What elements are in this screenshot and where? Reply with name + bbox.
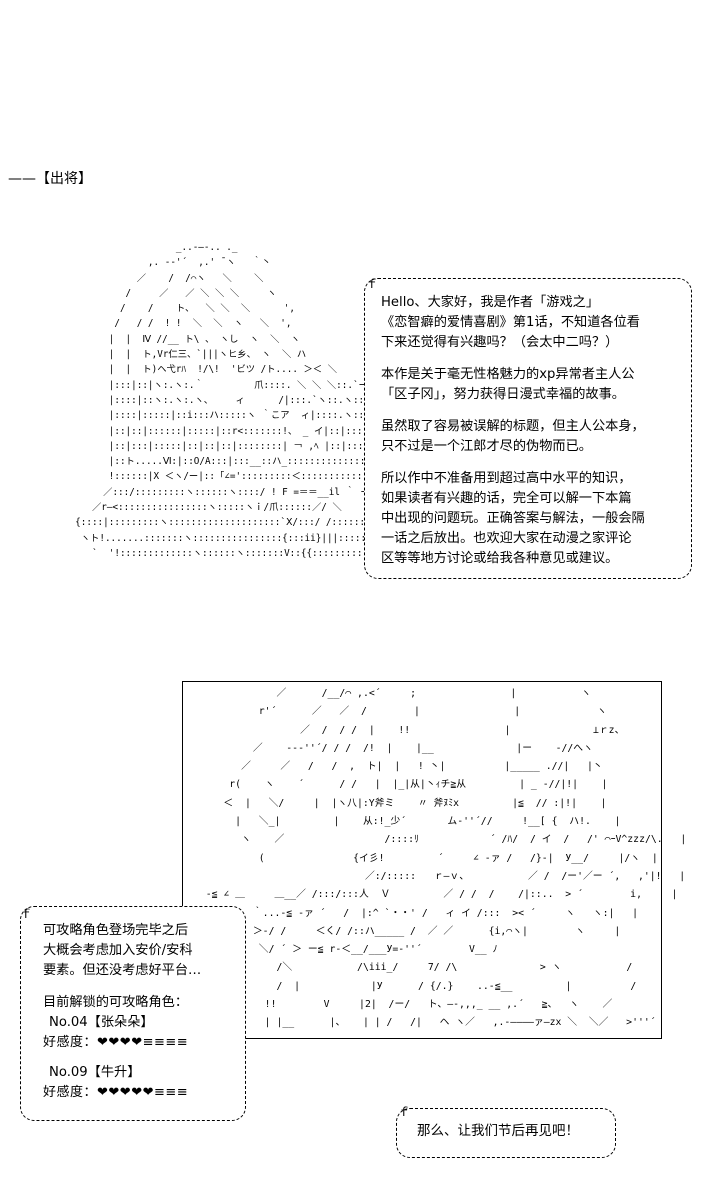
character-name: No.04【张朵朵】 (49, 1015, 154, 1030)
status-line: 大概会考虑加入安价/安科 (43, 943, 193, 958)
ascii-art-panel-frame (182, 681, 662, 1039)
intro-line: 下来还觉得有兴趣吗？（会太中二吗？） (381, 335, 619, 350)
section-title: ——【出将】 (8, 171, 92, 187)
intro-line: 中出现的问题玩。正确答案与解法，一般会隔 (381, 511, 645, 526)
intro-spacer (381, 457, 681, 469)
intro-spacer (381, 405, 681, 417)
bubble-tail-mark: ｆ (20, 907, 33, 921)
status-line: 要素。但还没考虑好平台… (43, 963, 202, 978)
status-spacer (43, 1053, 237, 1063)
unlocked-title: 目前解锁的可攻略角色： (43, 995, 189, 1010)
empty-gauge: ≡≡≡≡ (142, 1035, 189, 1050)
intro-line: 「区子冈」，努力获得日漫式幸福的故事。 (381, 387, 625, 402)
status-speech-bubble: 可攻略角色登场完毕之后 大概会考虑加入安价/安科 要素。但还没考虑好平台… 目前… (20, 906, 246, 1121)
intro-speech-bubble: Hello、大家好，我是作者「游戏之」 《恋智癖的爱情喜剧》第1话，不知道各位看… (364, 278, 692, 579)
ascii-art-character-bottom: ／ /__/⌒ ,.<´ ; | ヽ r'´ ／ ／ / | | ヽ ／ / /… (205, 688, 687, 1029)
goodbye-text: 那么、让我们节后再见吧！ (417, 1123, 579, 1139)
affection-meter: 好感度：❤❤❤❤❤≡≡≡ (43, 1083, 237, 1103)
intro-line: Hello、大家好，我是作者「游戏之」 (381, 295, 600, 310)
bubble-tail-mark: ｆ (398, 1105, 411, 1119)
intro-line: 区等等地方讨论或给我各种意见或建议。 (381, 551, 619, 566)
empty-gauge: ≡≡≡ (153, 1085, 189, 1100)
affection-label: 好感度： (43, 1085, 98, 1100)
status-spacer (43, 981, 237, 993)
intro-line: 只不过是一个江郎才尽的伪物而已。 (381, 439, 592, 454)
affection-meter: 好感度：❤❤❤❤≡≡≡≡ (43, 1033, 237, 1053)
heart-icon: ❤❤❤❤❤ (97, 1085, 154, 1100)
intro-line: 如果读者有兴趣的话，完全可以解一下本篇 (381, 491, 632, 506)
intro-line: 本作是关于毫无性格魅力的xp异常者主人公 (381, 367, 635, 382)
intro-line: 《恋智癖的爱情喜剧》第1话，不知道各位看 (381, 315, 640, 330)
intro-spacer (381, 353, 681, 365)
intro-line: 虽然取了容易被误解的标题，但主人公本身， (381, 419, 645, 434)
intro-line: 一话之后放出。也欢迎大家在动漫之家评论 (381, 531, 632, 546)
character-name: No.09【牛升】 (49, 1065, 141, 1080)
heart-icon: ❤❤❤❤ (97, 1035, 143, 1050)
intro-line: 所以作中不准备用到超过高中水平的知识， (381, 471, 632, 486)
goodbye-speech-bubble: 那么、让我们节后再见吧！ (396, 1108, 616, 1158)
affection-label: 好感度： (43, 1035, 98, 1050)
status-line: 可攻略角色登场完毕之后 (43, 923, 189, 938)
bubble-tail-mark: ｆ (366, 277, 379, 291)
